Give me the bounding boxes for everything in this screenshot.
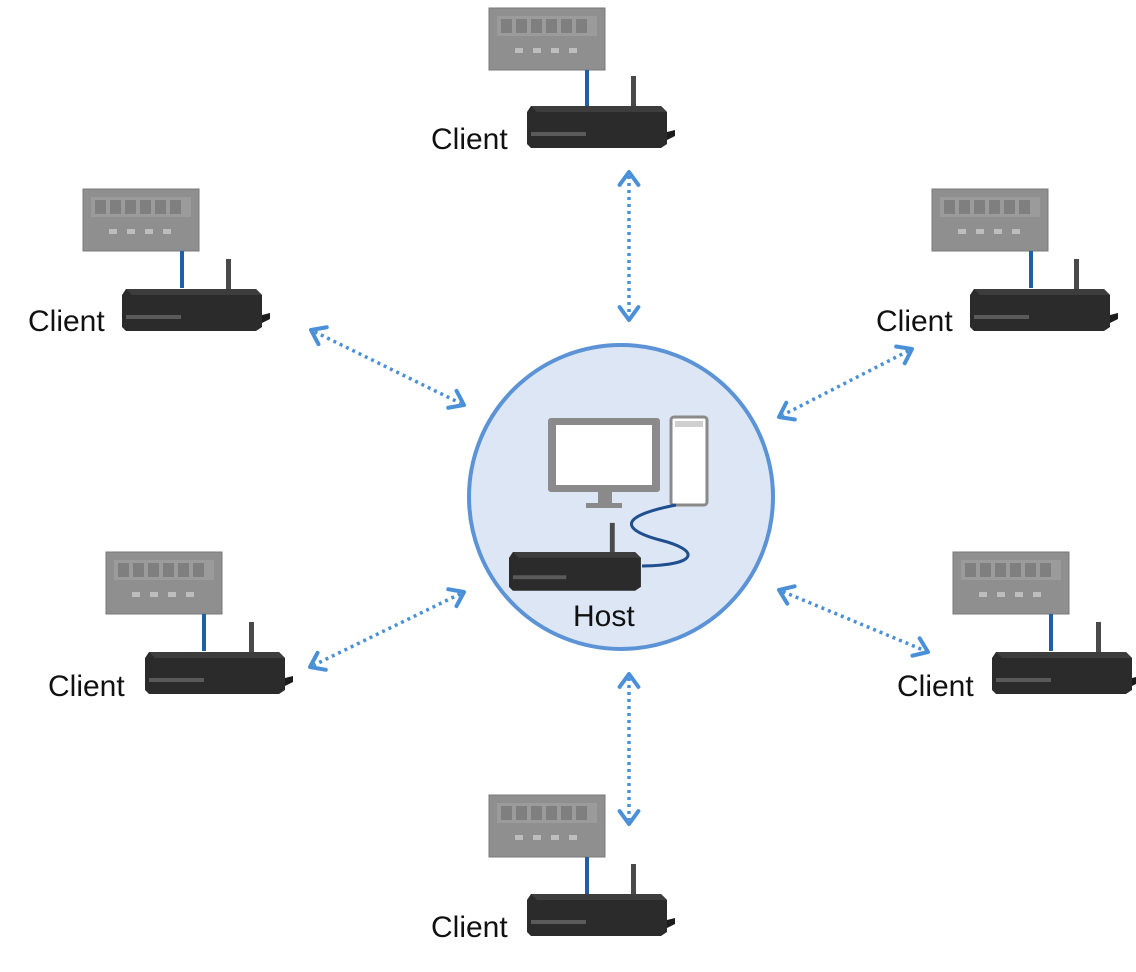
- panel-meter-icon: [952, 551, 1070, 615]
- client-label-top: Client: [431, 123, 508, 156]
- arrow-lower-left: [308, 587, 466, 672]
- client-cable: [585, 70, 589, 106]
- client-label-upper-right: Client: [876, 305, 953, 338]
- client-cable: [1049, 614, 1053, 651]
- host-router-icon: [509, 522, 641, 591]
- panel-meter-icon: [488, 794, 606, 858]
- router-icon: [527, 76, 675, 148]
- monitor-icon: [548, 418, 660, 508]
- router-icon: [122, 259, 270, 331]
- panel-meter-icon: [105, 551, 223, 615]
- client-label-upper-left: Client: [28, 305, 105, 338]
- router-icon: [145, 622, 293, 694]
- host-cable: [630, 503, 690, 568]
- client-bottom: Client: [431, 794, 675, 944]
- client-cable: [1029, 251, 1033, 288]
- client-label-bottom: Client: [431, 911, 508, 944]
- connection-arrows: [308, 170, 930, 826]
- host-node: Host: [467, 343, 775, 651]
- client-label-lower-right: Client: [897, 670, 974, 703]
- host-label: Host: [573, 600, 635, 633]
- pc-tower-icon: [669, 415, 709, 507]
- router-icon: [970, 259, 1118, 331]
- client-label-lower-left: Client: [48, 670, 125, 703]
- panel-meter-icon: [488, 7, 606, 71]
- panel-meter-icon: [931, 188, 1049, 252]
- client-upper-right: Client: [876, 188, 1118, 338]
- arrow-lower-right: [777, 584, 930, 658]
- client-cable: [585, 857, 589, 894]
- client-lower-right: Client: [897, 551, 1136, 703]
- arrow-top: [617, 170, 641, 322]
- panel-meter-icon: [82, 188, 200, 252]
- client-lower-left: Client: [48, 551, 293, 703]
- client-cable: [202, 614, 206, 651]
- client-cable: [180, 251, 184, 288]
- arrow-upper-right: [777, 344, 914, 422]
- client-upper-left: Client: [28, 188, 270, 338]
- arrow-bottom: [617, 672, 641, 826]
- router-icon: [992, 622, 1136, 694]
- arrow-upper-left: [309, 325, 466, 410]
- client-top: Client: [431, 7, 675, 156]
- router-icon: [527, 864, 675, 936]
